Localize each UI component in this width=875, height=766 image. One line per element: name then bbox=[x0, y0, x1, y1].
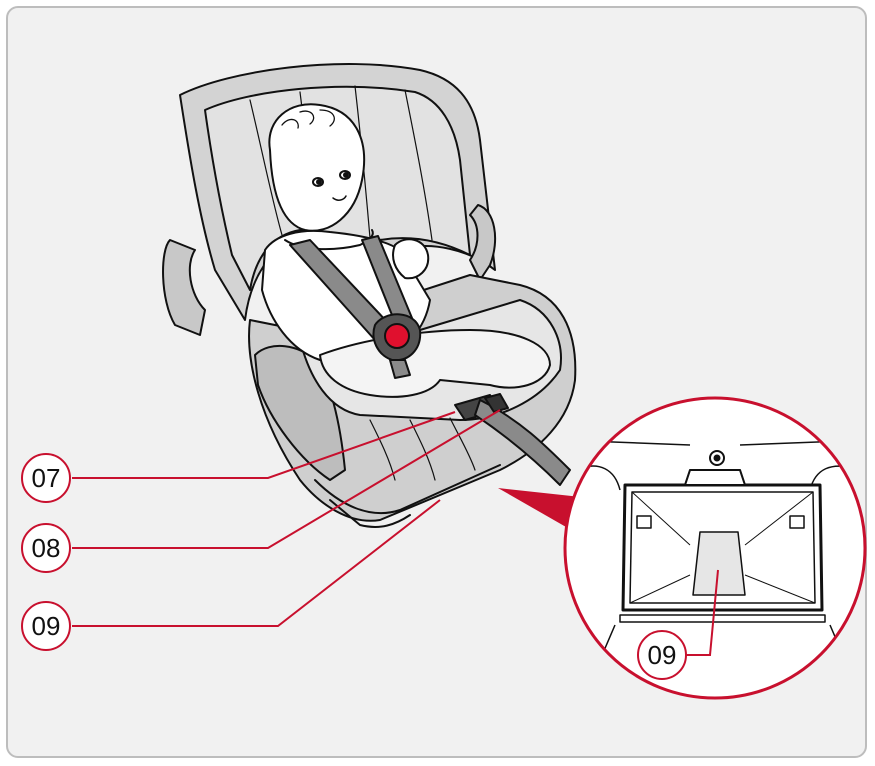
left-handle bbox=[163, 240, 205, 335]
detail-magnifier bbox=[560, 398, 870, 698]
callout-07-label: 07 bbox=[32, 463, 61, 493]
detail-callout-09: 09 bbox=[638, 631, 686, 679]
detail-release-plate bbox=[693, 532, 745, 595]
callout-09: 09 bbox=[22, 602, 70, 650]
callout-08: 08 bbox=[22, 524, 70, 572]
buckle-red-button bbox=[385, 324, 409, 348]
detail-callout-09-label: 09 bbox=[648, 640, 677, 670]
callout-09-label: 09 bbox=[32, 611, 61, 641]
callout-08-label: 08 bbox=[32, 533, 61, 563]
callout-07: 07 bbox=[22, 454, 70, 502]
baby-hand bbox=[393, 239, 428, 278]
